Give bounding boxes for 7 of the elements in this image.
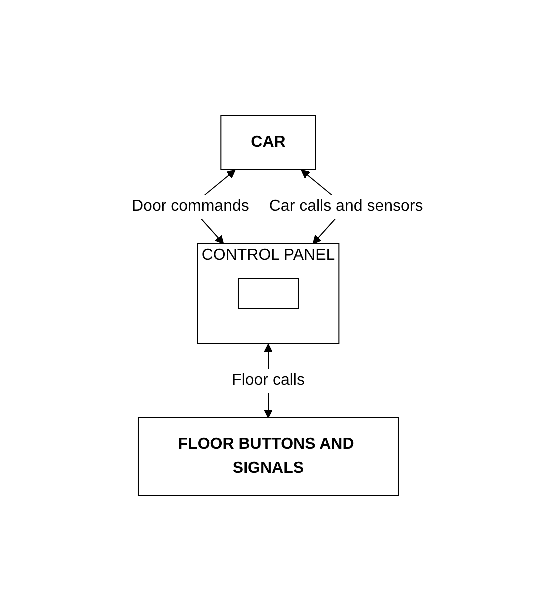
cluster: CONTROL PANEL	[197, 244, 340, 344]
node-box	[238, 278, 299, 310]
node-box: CAR	[220, 116, 316, 170]
edge-label: Car calls and sensors	[269, 198, 424, 215]
edge-label: Door commands	[132, 198, 250, 215]
node-box: FLOOR BUTTONS AND SIGNALS	[138, 418, 399, 496]
edge-label: Floor calls	[232, 372, 305, 389]
